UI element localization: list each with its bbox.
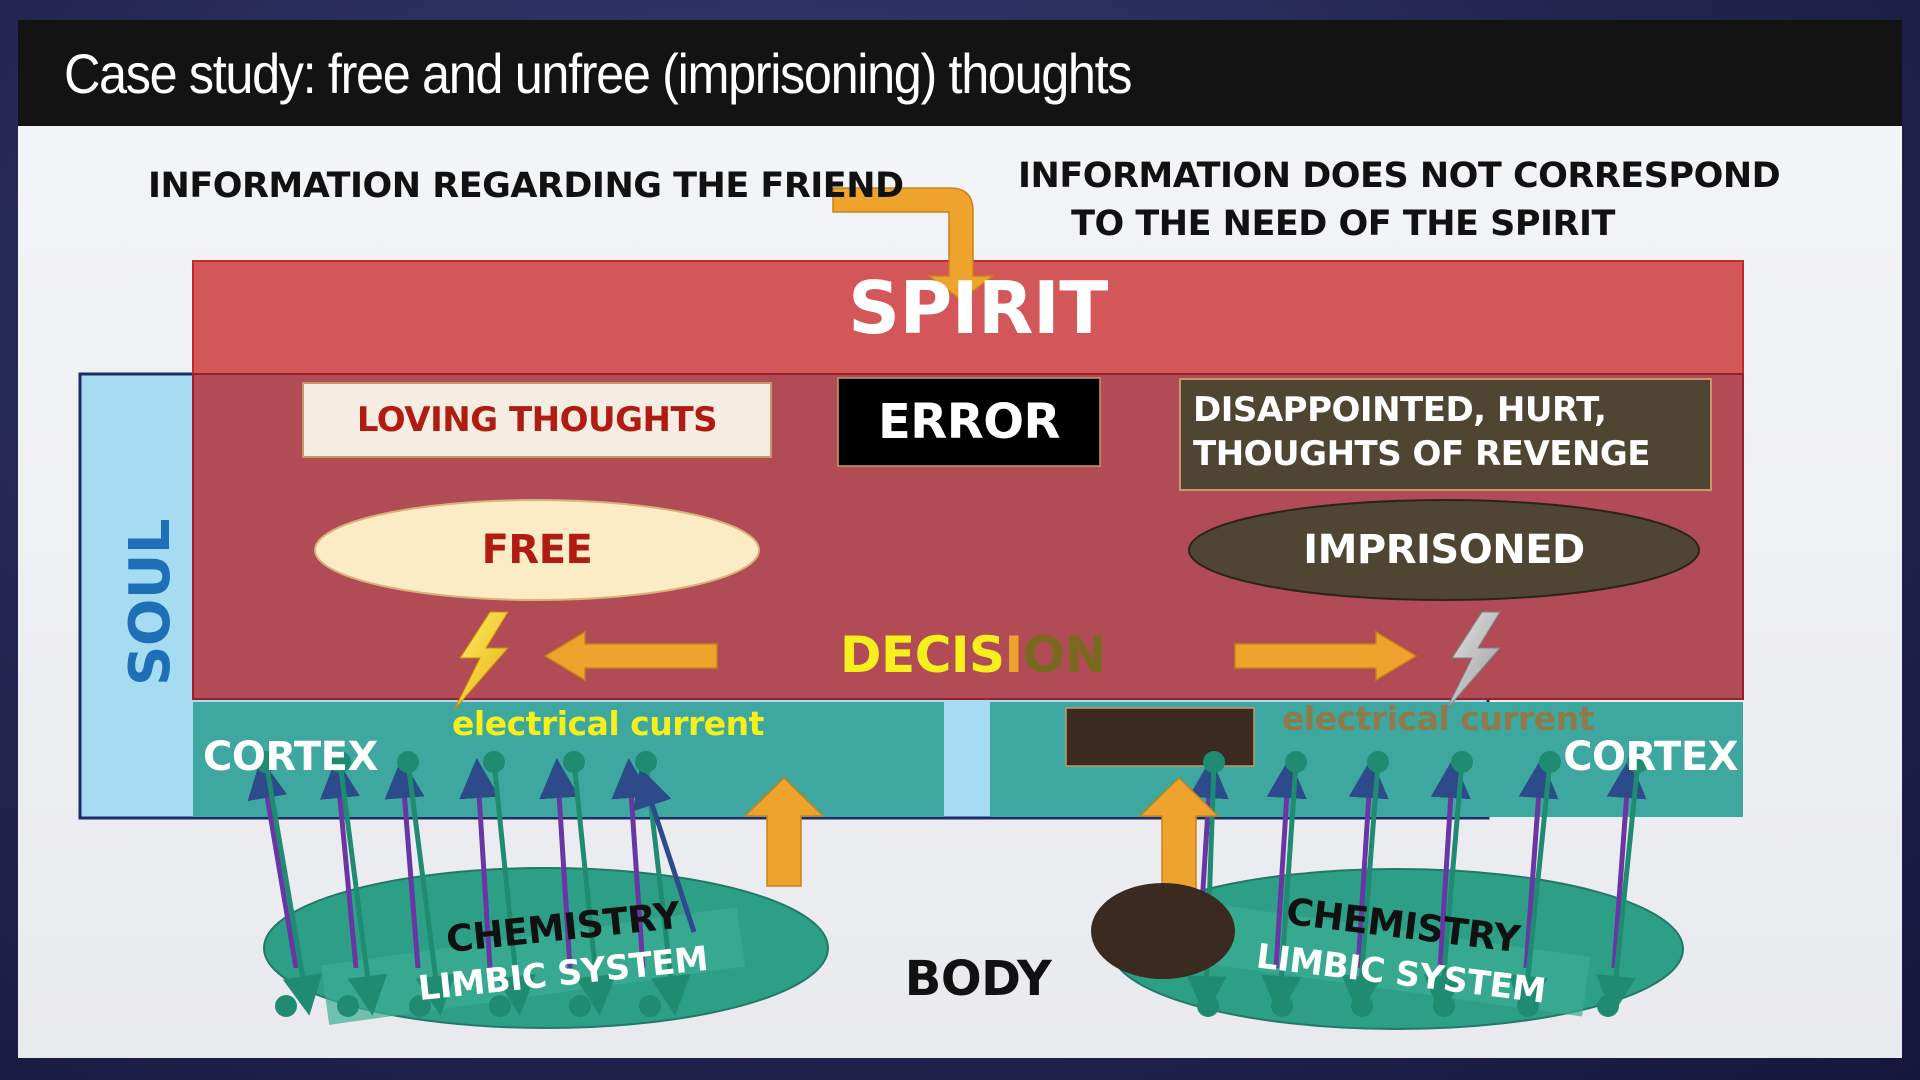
up-arrow-left	[743, 776, 825, 887]
electrical-current-right: electrical current	[1282, 699, 1594, 738]
up-arrow-right	[1138, 776, 1220, 892]
diagram-svg	[78, 187, 1744, 1030]
info-not-correspond-line2: TO THE NEED OF THE SPIRIT	[1071, 204, 1615, 244]
nerve-fibers-left	[247, 758, 697, 1016]
loving-thoughts-label: LOVING THOUGHTS	[356, 400, 718, 440]
cortex-left-label: CORTEX	[203, 734, 378, 780]
body-label: BODY	[904, 951, 1052, 1007]
disappointed-box	[1179, 378, 1712, 491]
lightning-bolt-yellow-icon	[453, 611, 510, 711]
disappointed-line2: THOUGHTS OF REVENGE	[1193, 434, 1651, 474]
incoming-info-arrow	[832, 187, 996, 301]
imprisoned-ellipse	[1188, 499, 1700, 601]
imprisoned-label: IMPRISONED	[1303, 527, 1585, 573]
decision-right-arrow	[1234, 630, 1418, 682]
decision-part2: I	[1004, 626, 1024, 684]
decision-part1: DECIS	[840, 626, 1005, 684]
error-label: ERROR	[878, 394, 1060, 450]
lightning-bolt-grey-icon	[1445, 611, 1502, 711]
slide-title: Case study: free and unfree (imprisoning…	[64, 41, 1132, 105]
chemistry-right-inner	[1215, 905, 1591, 1017]
info-not-correspond-line1: INFORMATION DOES NOT CORRESPOND	[1018, 156, 1781, 196]
free-label: FREE	[481, 527, 593, 573]
disappointed-label: DISAPPOINTED, HURT, THOUGHTS OF REVENGE	[1193, 388, 1703, 476]
soul-label: SOUL	[118, 518, 183, 686]
info-friend-label: INFORMATION REGARDING THE FRIEND	[148, 166, 904, 206]
electrical-current-left: electrical current	[452, 704, 764, 743]
decision-label: DECISION	[778, 626, 1168, 684]
title-bar: Case study: free and unfree (imprisoning…	[18, 20, 1902, 126]
blocker-rect	[1065, 707, 1255, 767]
fiber-nodes-left	[255, 751, 661, 1017]
fiber-nodes-right	[1197, 751, 1649, 1017]
cortex-right-label: CORTEX	[1563, 734, 1738, 780]
decision-left-arrow	[543, 630, 718, 682]
slide-canvas: INFORMATION REGARDING THE FRIEND INFORMA…	[18, 126, 1902, 1058]
spirit-label: SPIRIT	[848, 266, 1108, 350]
disappointed-line1: DISAPPOINTED, HURT,	[1193, 390, 1607, 430]
blocker-blob	[1091, 883, 1235, 979]
decision-part3: ON	[1022, 626, 1107, 684]
error-box	[837, 377, 1101, 467]
free-ellipse	[314, 499, 760, 601]
loving-thoughts-box	[302, 382, 772, 458]
